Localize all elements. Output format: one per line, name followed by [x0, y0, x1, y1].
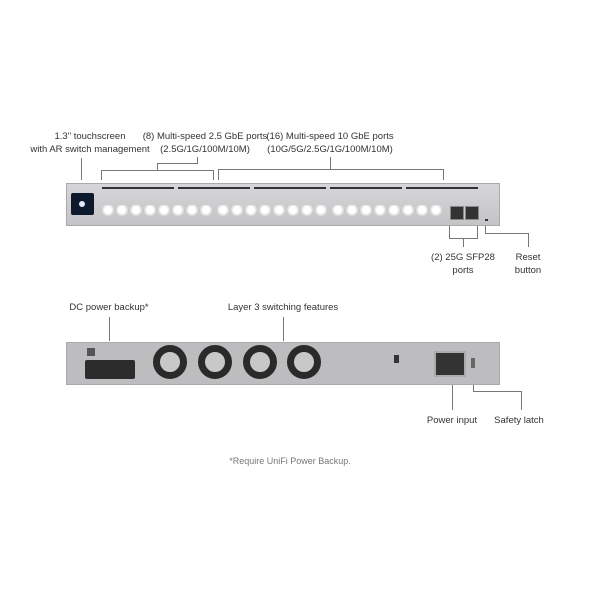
rj45-port [374, 205, 386, 216]
qr-code [87, 348, 95, 356]
bracket [477, 226, 478, 238]
fan-1 [153, 345, 187, 379]
leader-line [452, 385, 453, 410]
bracket [449, 226, 450, 238]
bracket [218, 169, 443, 170]
bracket [213, 170, 214, 180]
rj45-port [301, 205, 313, 216]
rj45-port [172, 205, 184, 216]
port-led-bar [102, 187, 174, 189]
rj45-port [430, 205, 442, 216]
fan-3 [243, 345, 277, 379]
leader-line [283, 317, 284, 341]
sfp-port-2 [465, 206, 479, 220]
dc-power-label: DC power backup* [69, 302, 149, 313]
port-led-bar [406, 187, 478, 189]
rj45-port [217, 205, 229, 216]
rj45-port [231, 205, 243, 216]
footnote: *Require UniFi Power Backup. [229, 456, 351, 466]
rj45-port [245, 205, 257, 216]
leader-line [485, 226, 486, 233]
rj45-port [186, 205, 198, 216]
ports-2-5g-label: (8) Multi-speed 2.5 GbE ports(2.5G/1G/10… [142, 131, 268, 155]
touchscreen-display [71, 193, 94, 215]
rj45-port [346, 205, 358, 216]
switch-rear-panel [66, 342, 500, 385]
rj45-port [416, 205, 428, 216]
layer3-label: Layer 3 switching features [227, 302, 339, 313]
rj45-port [388, 205, 400, 216]
rj45-port [102, 205, 114, 216]
bracket [157, 163, 158, 170]
leader-line [528, 233, 529, 247]
bracket [197, 157, 198, 164]
bracket [330, 157, 331, 169]
rj45-port [315, 205, 327, 216]
leader-line [473, 385, 474, 391]
rj45-port [259, 205, 271, 216]
rj45-port [273, 205, 285, 216]
bracket [157, 163, 197, 164]
dc-power-connector [85, 360, 135, 379]
bracket [218, 169, 219, 180]
power-input-label: Power input [426, 415, 478, 426]
port-led-bar [178, 187, 250, 189]
sfp-port-1 [450, 206, 464, 220]
fan-4 [287, 345, 321, 379]
rj45-port [144, 205, 156, 216]
fan-2 [198, 345, 232, 379]
rj45-port [158, 205, 170, 216]
power-input-socket [434, 351, 466, 377]
safety-latch-label: Safety latch [494, 415, 544, 426]
bracket [463, 238, 464, 247]
leader-line [521, 391, 522, 410]
rj45-port [116, 205, 128, 216]
safety-latch [471, 358, 475, 368]
bracket [443, 169, 444, 180]
bracket [101, 170, 102, 180]
rj45-port [287, 205, 299, 216]
rj45-port [360, 205, 372, 216]
port-led-bar [254, 187, 326, 189]
reset-button [485, 219, 488, 221]
port-led-bar [330, 187, 402, 189]
rj45-port [402, 205, 414, 216]
bracket [101, 170, 213, 171]
ubiquiti-logo [394, 355, 399, 363]
rj45-port [200, 205, 212, 216]
ports-10g-label: (16) Multi-speed 10 GbE ports(10G/5G/2.5… [266, 131, 394, 155]
leader-line [473, 391, 521, 392]
leader-line [485, 233, 528, 234]
leader-line [81, 158, 82, 180]
rj45-port [332, 205, 344, 216]
rj45-port [130, 205, 142, 216]
switch-front-panel [66, 183, 500, 226]
leader-line [109, 317, 110, 341]
